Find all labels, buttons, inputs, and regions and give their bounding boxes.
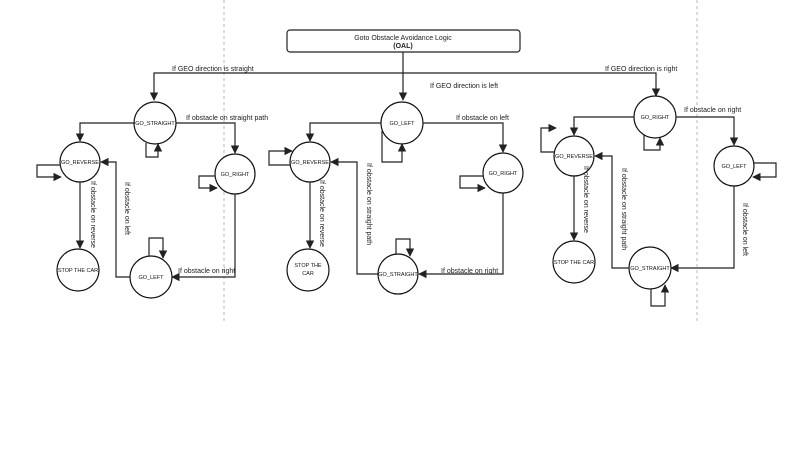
loop-go-reverse-1 xyxy=(36,164,62,182)
node-go-left-2-label: GO_LEFT xyxy=(389,121,415,127)
node-go-reverse-2-label: GO_REVERSE xyxy=(291,160,329,166)
node-stop-2-label-1: STOP THE xyxy=(294,263,322,269)
edge-straight-to-right-1 xyxy=(176,122,240,154)
label-geo-right: If GEO direction is right xyxy=(605,66,677,73)
node-stop-3 xyxy=(552,240,596,284)
node-go-straight-2-label: GO_STRAIGHT xyxy=(378,272,418,278)
loop-go-straight-2 xyxy=(395,238,415,257)
node-go-straight-3-label: GO_STRAIGHT xyxy=(630,266,670,272)
loop-go-left-2 xyxy=(381,131,407,163)
title-line-2: (OAL) xyxy=(393,43,412,50)
loop-go-reverse-2 xyxy=(268,146,293,166)
label-obstacle-straight-3: If obstacle on straight path xyxy=(620,168,627,250)
label-geo-left: If GEO direction is left xyxy=(430,83,498,90)
label-obstacle-left-1: If obstacle on left xyxy=(123,182,130,235)
node-go-left-1-label: GO_LEFT xyxy=(138,275,164,281)
node-go-reverse-1-label: GO_REVERSE xyxy=(61,160,99,166)
label-obstacle-reverse-2: If obstacle on reverse xyxy=(318,180,325,247)
node-go-right-3-label: GO_RIGHT xyxy=(641,115,670,121)
loop-go-left-1 xyxy=(148,237,168,259)
label-obstacle-reverse-1: If obstacle on reverse xyxy=(89,181,96,248)
node-go-straight-1-label: GO_STRAIGHT xyxy=(135,121,175,127)
edge-right-to-left-1 xyxy=(171,194,236,282)
label-geo-straight: If GEO direction is straight xyxy=(172,66,254,73)
node-go-left-3-label: GO_LEFT xyxy=(721,164,747,170)
edge-oal-to-straight xyxy=(149,72,403,101)
edge-straight-to-reverse-1 xyxy=(75,122,135,142)
node-go-right-1-label: GO_RIGHT xyxy=(221,172,250,178)
label-obstacle-right-3: If obstacle on right xyxy=(684,107,741,114)
edge-right-to-left-3 xyxy=(676,116,739,146)
edge-left-to-straight-3 xyxy=(670,186,735,273)
label-obstacle-right-1: If obstacle on right xyxy=(178,268,235,275)
loop-go-right-1 xyxy=(198,175,218,193)
node-go-right-2-label: GO_RIGHT xyxy=(489,171,518,177)
edge-left-to-reverse-2 xyxy=(305,122,381,142)
title-line-1: Goto Obstacle Avoidance Logic xyxy=(354,35,452,42)
node-stop-3-label: STOP THE CAR xyxy=(554,260,594,266)
node-go-reverse-3-label: GO_REVERSE xyxy=(555,154,593,160)
edge-oal-to-right xyxy=(403,72,661,97)
node-stop-1 xyxy=(56,248,100,292)
label-obstacle-straight-2: If obstacle on straight path xyxy=(365,163,372,245)
label-obstacle-right-2: If obstacle on right xyxy=(441,268,498,275)
label-obstacle-left-3: If obstacle on left xyxy=(741,203,748,256)
edge-left-to-right-2 xyxy=(423,122,508,153)
edge-straight-to-reverse-3 xyxy=(594,151,629,269)
edge-right-to-straight-2 xyxy=(418,193,504,279)
loop-go-reverse-3 xyxy=(540,123,557,153)
loop-go-right-2 xyxy=(459,175,486,193)
node-stop-1-label: STOP THE CAR xyxy=(58,268,98,274)
edge-left-to-reverse-1 xyxy=(100,157,130,278)
label-obstacle-straight-1: If obstacle on straight path xyxy=(186,115,268,122)
label-obstacle-left-2: If obstacle on left xyxy=(456,115,509,122)
edge-straight-to-reverse-2 xyxy=(330,157,378,275)
label-obstacle-reverse-3: If obstacle on reverse xyxy=(582,166,589,233)
loop-go-straight-3 xyxy=(650,284,670,307)
loop-go-straight-1 xyxy=(145,143,163,158)
loop-go-right-3 xyxy=(643,135,665,151)
node-stop-2-label-2: CAR xyxy=(302,271,314,277)
node-stop-2 xyxy=(286,248,330,292)
edge-right-to-reverse-3 xyxy=(569,116,634,136)
loop-go-left-3 xyxy=(752,162,777,182)
